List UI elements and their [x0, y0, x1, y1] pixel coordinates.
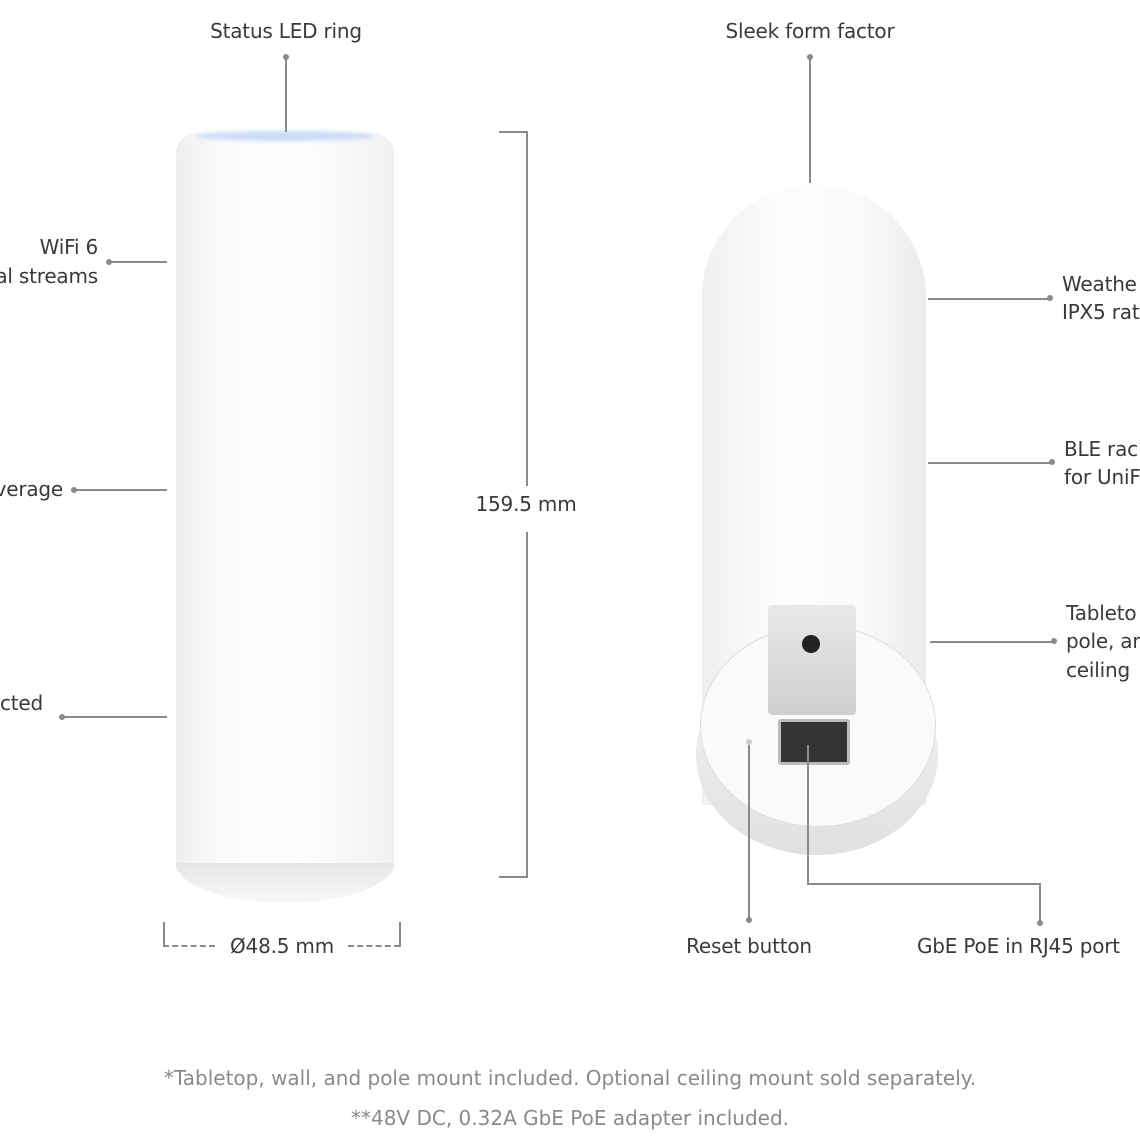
callout-weather-line2: IPX5 rat — [1062, 300, 1140, 324]
callout-status-led: Status LED ring — [210, 19, 362, 43]
callout-wifi-line2: al streams — [0, 264, 98, 288]
status-led-ring — [196, 131, 374, 141]
height-dimension: 159.5 mm — [475, 492, 577, 516]
callout-ble-line2: for UniF — [1064, 465, 1140, 489]
callout-wifi-line1: WiFi 6 — [39, 235, 99, 259]
label-sticker — [768, 605, 856, 715]
callout-mount-line2: pole, an — [1066, 629, 1140, 653]
rj45-port — [778, 719, 850, 765]
access-point-front — [176, 131, 394, 903]
callout-mount-line1: Tableto — [1066, 601, 1137, 625]
callout-reset: Reset button — [686, 934, 812, 958]
reset-hole — [746, 739, 752, 745]
callout-mount-line3: ceiling — [1066, 658, 1130, 682]
callout-poe-port: GbE PoE in RJ45 port — [917, 934, 1120, 958]
callout-weather-line1: Weathe — [1062, 272, 1137, 296]
diameter-dimension: Ø48.5 mm — [230, 934, 334, 958]
footnote-poe-adapter: **48V DC, 0.32A GbE PoE adapter included… — [350, 1106, 790, 1130]
footnote-mounts: *Tabletop, wall, and pole mount included… — [163, 1066, 977, 1090]
callout-sleek: Sleek form factor — [725, 19, 895, 43]
callout-ble-line1: BLE rac — [1064, 437, 1138, 461]
callout-coverage: verage — [0, 477, 63, 501]
access-point-back — [696, 185, 938, 855]
callout-connected: cted — [0, 691, 43, 715]
